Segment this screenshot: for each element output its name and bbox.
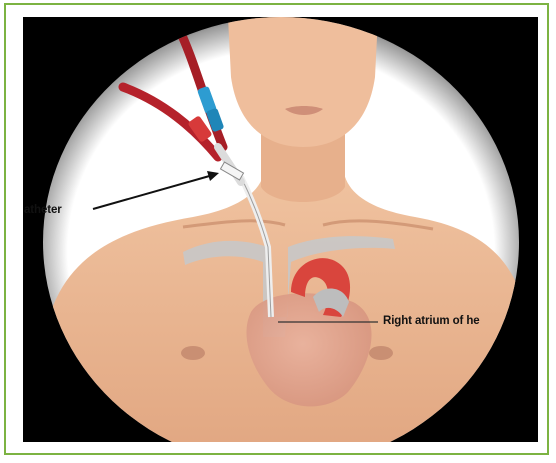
medical-illustration xyxy=(23,17,538,442)
left-nipple xyxy=(181,346,205,360)
illustration-canvas xyxy=(23,17,538,442)
right-nipple xyxy=(369,346,393,360)
atrium-label: Right atrium of he xyxy=(383,315,480,327)
catheter-label: atheter xyxy=(24,204,62,216)
